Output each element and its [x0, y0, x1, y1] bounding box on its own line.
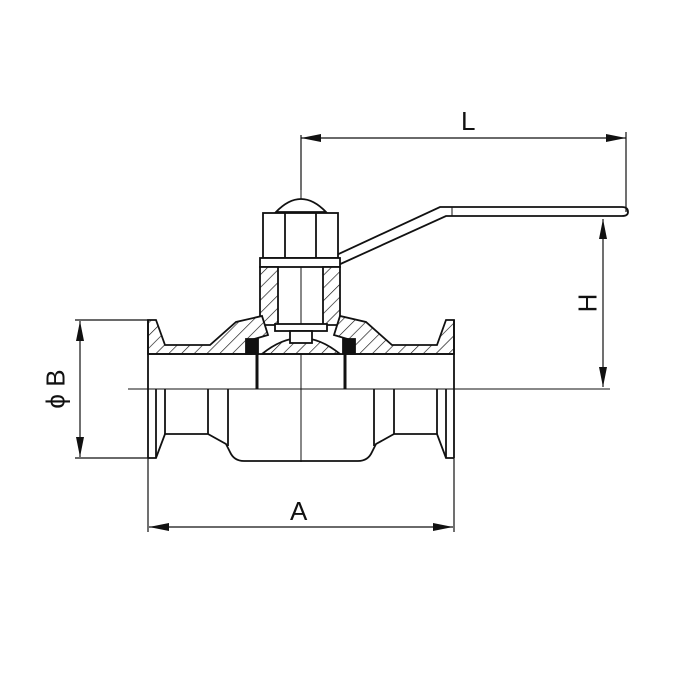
dimension-A	[147, 458, 455, 532]
centerlines	[128, 135, 610, 462]
dimension-label-H: H	[572, 293, 603, 313]
valve-bore-lower	[147, 320, 455, 462]
stem-nut	[259, 198, 341, 268]
dimension-B	[75, 319, 150, 459]
dimension-L	[300, 132, 627, 212]
handle-lever	[329, 206, 629, 267]
dimension-label-A: A	[290, 496, 308, 526]
dimension-label-phi-B: ϕ B	[40, 369, 71, 409]
dimension-label-L: L	[461, 106, 476, 136]
